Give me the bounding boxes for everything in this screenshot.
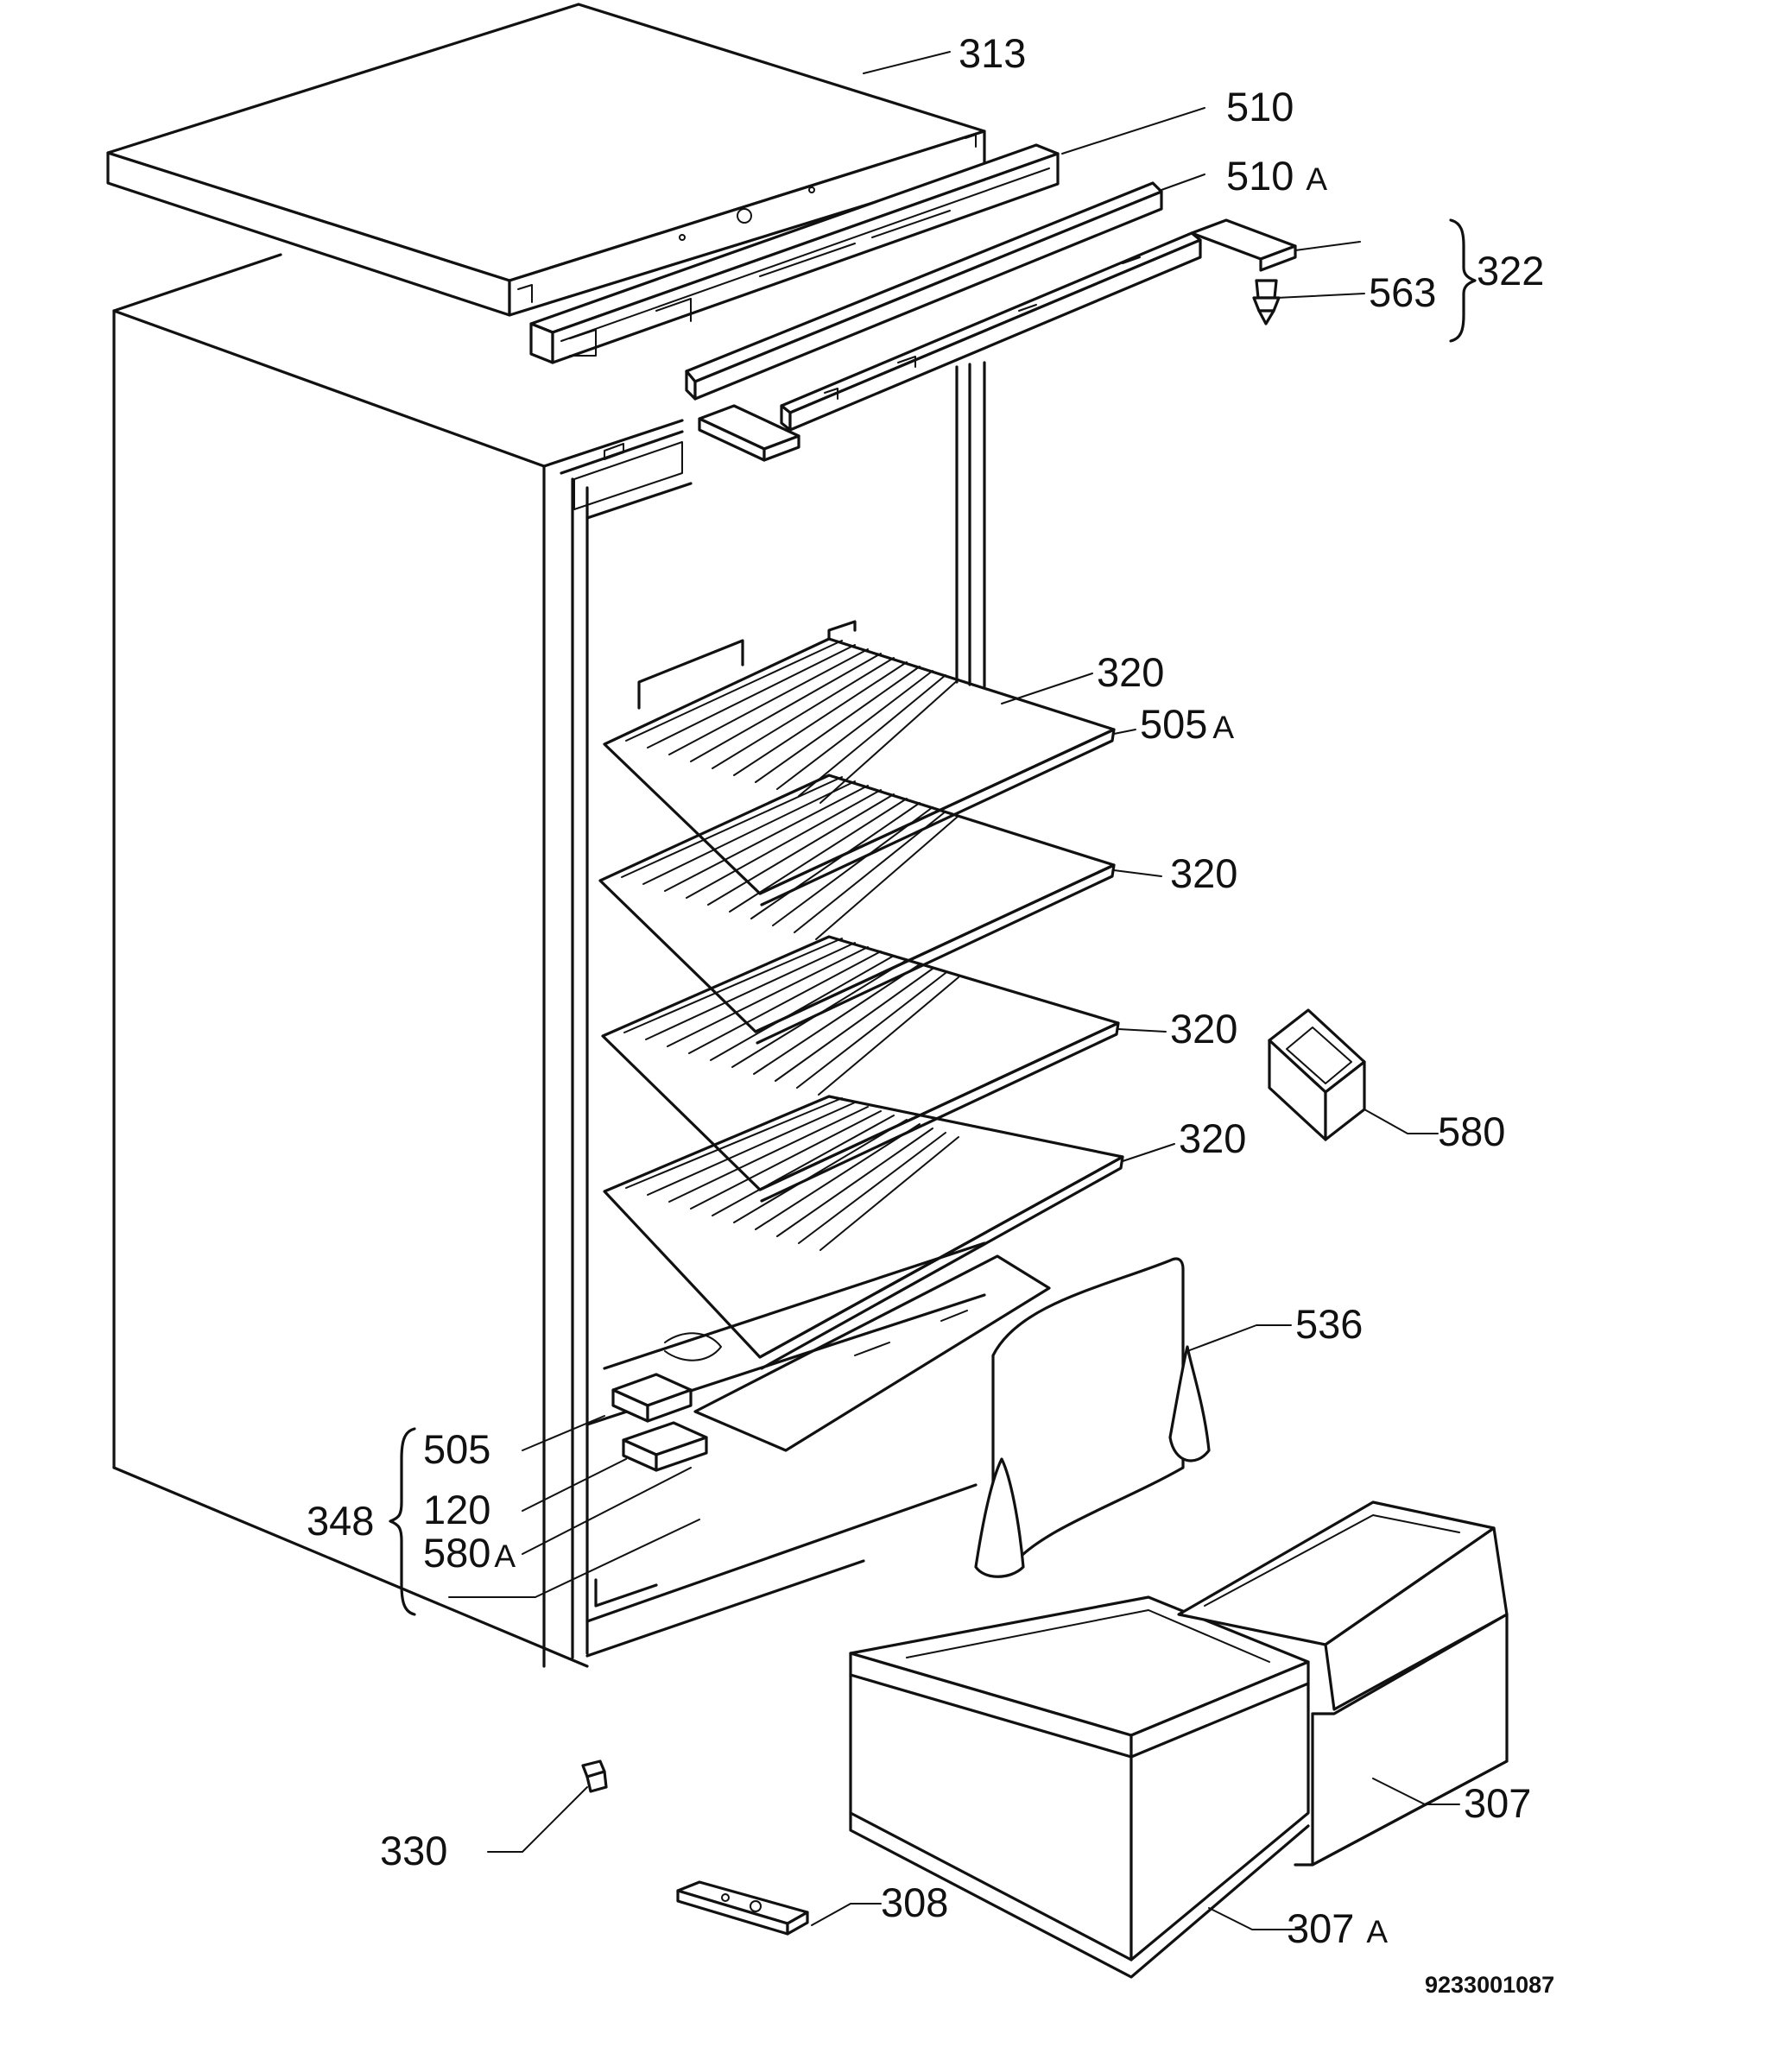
label-307: 307 <box>1464 1780 1531 1826</box>
svg-text:330: 330 <box>380 1828 447 1873</box>
shelf-3 <box>601 935 1120 1203</box>
svg-text:320: 320 <box>1170 850 1237 896</box>
label-322: 322 <box>1477 248 1544 294</box>
part-313-top-panel <box>106 3 986 317</box>
svg-text:348: 348 <box>307 1498 374 1544</box>
label-313: 313 <box>959 30 1026 76</box>
svg-text:120: 120 <box>423 1487 490 1532</box>
label-563: 563 <box>1369 269 1436 315</box>
part-510a-strip <box>685 181 1163 401</box>
svg-text:322: 322 <box>1477 248 1544 294</box>
svg-text:580: 580 <box>1438 1109 1505 1154</box>
svg-text:320: 320 <box>1097 649 1164 695</box>
svg-text:307: 307 <box>1464 1780 1531 1826</box>
part-330-screw <box>581 1759 608 1793</box>
cabinet-body <box>112 253 986 1668</box>
svg-text:308: 308 <box>881 1879 948 1925</box>
label-308: 308 <box>881 1879 948 1925</box>
brace-322 <box>1449 218 1477 343</box>
svg-text:536: 536 <box>1295 1301 1363 1347</box>
brace-348 <box>389 1427 416 1616</box>
label-320-shelf-4: 320 <box>1179 1115 1246 1161</box>
glass-plate <box>664 1254 1051 1452</box>
shelf-4 <box>603 1095 1124 1370</box>
svg-text:313: 313 <box>959 30 1026 76</box>
svg-text:320: 320 <box>1179 1115 1246 1161</box>
label-505: 505 <box>423 1426 490 1472</box>
part-536-divider <box>974 1257 1211 1578</box>
label-320-shelf-1: 320 <box>1097 649 1164 695</box>
part-307-small-bin <box>1177 1500 1509 1867</box>
part-505-120-580a-stack <box>611 1373 708 1472</box>
label-120: 120 <box>423 1487 490 1532</box>
svg-text:505: 505 <box>423 1426 490 1472</box>
svg-text:510: 510 <box>1226 84 1294 130</box>
label-580: 580 <box>1438 1109 1505 1154</box>
part-580-panel <box>1268 1008 1366 1141</box>
label-510: 510 <box>1226 84 1294 130</box>
shelf-2 <box>598 774 1116 1045</box>
document-id: 9233001087 <box>1425 1972 1554 1998</box>
shelf-1 <box>603 620 1116 906</box>
part-308-bracket <box>676 1880 809 1936</box>
part-307a-large-bin <box>849 1595 1310 1979</box>
label-320-shelf-2: 320 <box>1170 850 1237 896</box>
leader-lines <box>448 51 1460 1930</box>
label-348: 348 <box>307 1498 374 1544</box>
label-330: 330 <box>380 1828 447 1873</box>
svg-text:563: 563 <box>1369 269 1436 315</box>
label-536: 536 <box>1295 1301 1363 1347</box>
part-322-hinge-rail <box>698 218 1297 462</box>
part-563-screw <box>1252 279 1281 325</box>
part-510-front-rail <box>529 143 1060 364</box>
svg-text:320: 320 <box>1170 1006 1237 1052</box>
label-320-shelf-3: 320 <box>1170 1006 1237 1052</box>
